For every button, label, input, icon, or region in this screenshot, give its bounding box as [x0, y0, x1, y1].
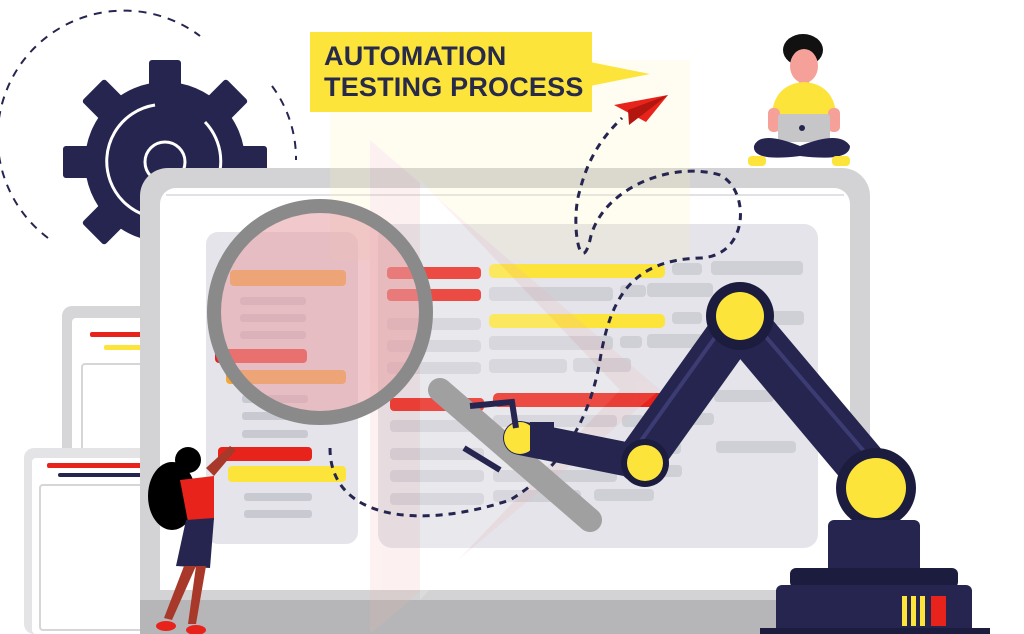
gear-orbit — [0, 9, 298, 239]
banner-tail — [590, 62, 650, 86]
paper-plane-icon — [614, 95, 668, 125]
title-banner: AUTOMATION TESTING PROCESS — [310, 32, 592, 112]
dashed-flight-path — [328, 116, 742, 518]
title-line-2: TESTING PROCESS — [324, 72, 584, 102]
person-with-laptop — [748, 34, 850, 166]
woman-pointing — [148, 446, 236, 634]
magnifying-glass-icon — [207, 199, 602, 532]
title-line-1: AUTOMATION — [324, 41, 507, 71]
robot-arm-icon — [462, 282, 990, 634]
